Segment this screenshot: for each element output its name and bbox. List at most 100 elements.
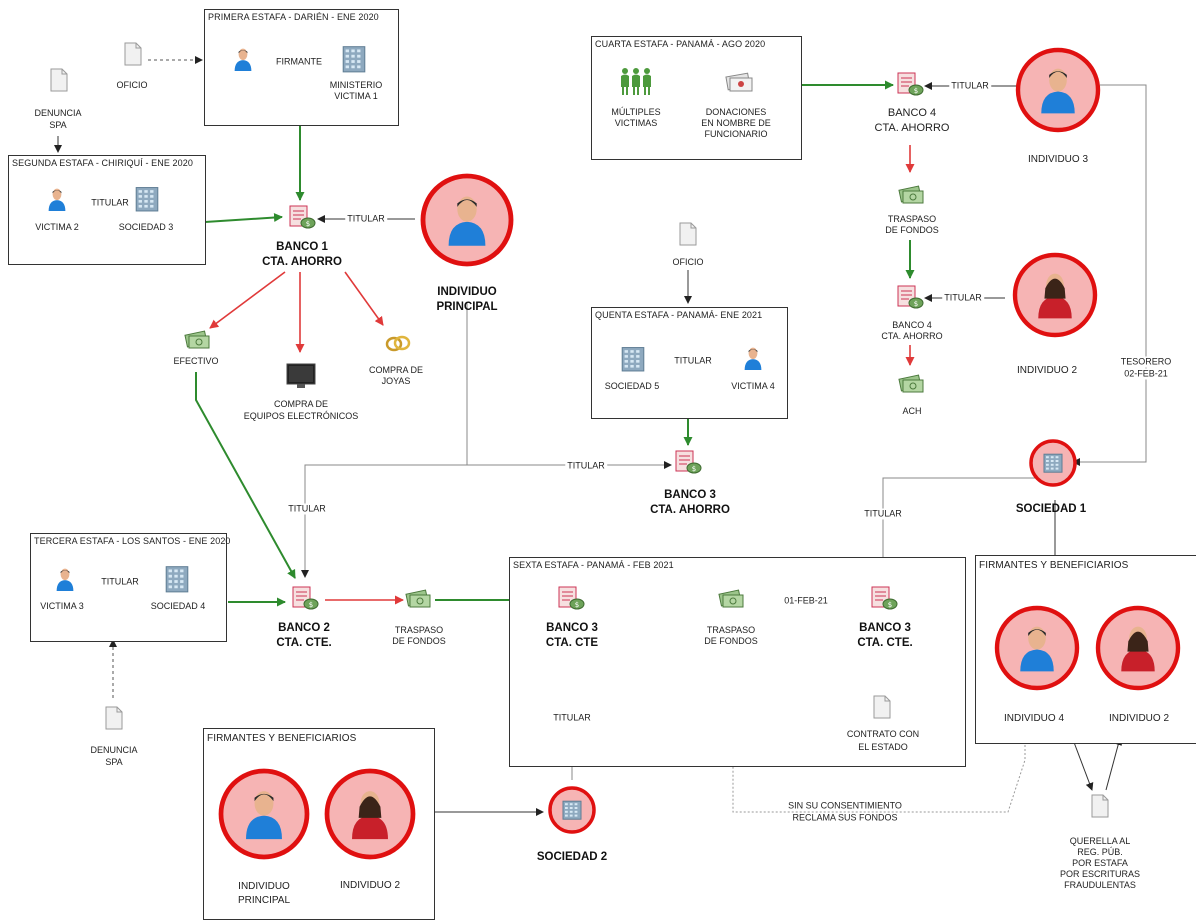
joyas-label: JOYAS xyxy=(381,376,411,386)
sociedad5-label: SOCIEDAD 5 xyxy=(604,381,660,391)
individuo2-avatar xyxy=(323,767,417,861)
equipos-label: EQUIPOS ELECTRÓNICOS xyxy=(243,411,359,421)
banco3-ahorro-label: CTA. AHORRO xyxy=(650,504,730,516)
edge-banco1-joyas xyxy=(344,271,384,326)
money-icon xyxy=(405,586,431,610)
bank-icon: $ xyxy=(288,203,316,231)
box-title: TERCERA ESTAFA - LOS SANTOS - ENE 2020 xyxy=(34,536,231,546)
banco3-cte-label: CTA. CTE. xyxy=(857,637,913,649)
individuo3-label: INDIVIDUO 3 xyxy=(1027,154,1089,165)
svg-text:$: $ xyxy=(914,87,918,95)
bank-icon: $ xyxy=(674,448,702,476)
traspaso-label: DE FONDOS xyxy=(704,636,758,646)
edge-label-consent: SIN SU CONSENTIMIENTO xyxy=(786,800,904,812)
banco2-label: BANCO 2 xyxy=(278,622,330,634)
banco4b-label: CTA. AHORRO xyxy=(881,331,943,341)
person-icon xyxy=(54,565,76,591)
edge-label-titular: TITULAR xyxy=(551,712,593,724)
individuo-principal-label: INDIVIDUO xyxy=(238,881,290,892)
denuncia-label: DENUNCIA xyxy=(90,745,138,755)
banco4b-label: BANCO 4 xyxy=(892,320,932,330)
document-icon xyxy=(873,695,891,719)
querella-label: REG. PÚB. xyxy=(1077,847,1123,857)
edge-label-titular: TITULAR xyxy=(942,292,984,304)
edge-label-firmante: FIRMANTE xyxy=(274,56,324,68)
tesorero-label: TESORERO xyxy=(1118,356,1174,368)
individuo-principal-label: INDIVIDUO xyxy=(437,286,497,298)
tesorero-label: 02-FEB-21 xyxy=(1122,368,1170,380)
person-icon xyxy=(46,185,68,211)
oficio-label: OFICIO xyxy=(672,257,704,267)
document-icon xyxy=(1091,794,1109,818)
svg-text:$: $ xyxy=(888,601,892,609)
box-title: CUARTA ESTAFA - PANAMÁ - AGO 2020 xyxy=(595,39,766,49)
sociedad2-label: SOCIEDAD 2 xyxy=(536,851,608,863)
individuo2-avatar xyxy=(1011,251,1099,339)
document-icon xyxy=(679,222,697,246)
svg-text:$: $ xyxy=(914,300,918,308)
box-title: QUENTA ESTAFA - PANAMÁ- ENE 2021 xyxy=(595,310,763,320)
ach-label: ACH xyxy=(902,406,922,416)
individuo2-avatar xyxy=(1094,604,1182,692)
victima2-label: VICTIMA 2 xyxy=(35,222,79,232)
box-title: SEGUNDA ESTAFA - CHIRIQUÍ - ENE 2020 xyxy=(12,158,193,168)
individuo2-label: INDIVIDUO 2 xyxy=(1108,713,1170,724)
banco4-label: BANCO 4 xyxy=(887,107,937,119)
svg-text:$: $ xyxy=(309,601,313,609)
individuo-principal-avatar xyxy=(419,172,515,268)
banco2-label: CTA. CTE. xyxy=(276,637,332,649)
building-icon xyxy=(342,45,366,73)
banco3-ahorro-label: BANCO 3 xyxy=(664,489,716,501)
denuncia-label: SPA xyxy=(49,120,67,130)
monitor-icon xyxy=(286,363,316,389)
edge-label-consent: RECLAMA SUS FONDOS xyxy=(790,812,900,824)
contrato-label: EL ESTADO xyxy=(858,742,908,752)
individuo-principal-label: PRINCIPAL xyxy=(436,301,498,313)
edge-banco1-efectivo xyxy=(209,271,286,329)
individuo2-label: INDIVIDUO 2 xyxy=(1016,365,1078,376)
traspaso-label: TRASPASO xyxy=(706,625,756,635)
donaciones-label: EN NOMBRE DE xyxy=(701,118,771,128)
banco3-cte-label: BANCO 3 xyxy=(546,622,598,634)
building-icon xyxy=(135,186,159,212)
traspaso-label: TRASPASO xyxy=(887,214,937,224)
banco1-label: CTA. AHORRO xyxy=(262,256,342,268)
querella-label: FRAUDULENTAS xyxy=(1064,880,1136,890)
edge-efectivo-banco2 xyxy=(195,372,296,579)
banco3-cte-label: BANCO 3 xyxy=(859,622,911,634)
edge-label-date: 01-FEB-21 xyxy=(782,595,830,607)
box-title: FIRMANTES Y BENEFICIARIOS xyxy=(207,733,357,744)
box-title: PRIMERA ESTAFA - DARIÉN - ENE 2020 xyxy=(208,12,379,22)
multiples-victimas-label: MÚLTIPLES xyxy=(611,107,661,117)
edge-segunda-banco1 xyxy=(204,213,283,223)
efectivo-label: EFECTIVO xyxy=(173,356,219,366)
victima4-label: VICTIMA 4 xyxy=(731,381,775,391)
edge-label-titular: TITULAR xyxy=(345,213,387,225)
donaciones-label: FUNCIONARIO xyxy=(704,129,768,139)
donaciones-label: DONACIONES xyxy=(705,107,767,117)
edge-label-titular: TITULAR xyxy=(99,576,141,588)
equipos-label: COMPRA DE xyxy=(273,399,329,409)
victims-icon xyxy=(620,67,654,97)
edge-label-titular: TITULAR xyxy=(565,460,607,472)
document-icon xyxy=(50,68,68,92)
money-icon xyxy=(184,327,210,351)
building-icon xyxy=(165,565,189,593)
sociedad2-icon-building xyxy=(562,800,582,820)
edge-label-titular: TITULAR xyxy=(286,503,328,515)
individuo2-label: INDIVIDUO 2 xyxy=(339,880,401,891)
edge-label-titular: TITULAR xyxy=(89,197,131,209)
banco4-label: CTA. AHORRO xyxy=(874,122,950,134)
sociedad1-label: SOCIEDAD 1 xyxy=(1015,503,1087,515)
jewelry-icon xyxy=(384,333,412,353)
oficio-label: OFICIO xyxy=(116,80,148,90)
edge-label-titular: TITULAR xyxy=(949,80,991,92)
bank-icon: $ xyxy=(291,584,319,612)
bank-icon: $ xyxy=(557,584,585,612)
sociedad3-label: SOCIEDAD 3 xyxy=(118,222,174,232)
bank-icon: $ xyxy=(896,70,924,98)
person-icon xyxy=(742,344,764,370)
box-segunda-estafa: SEGUNDA ESTAFA - CHIRIQUÍ - ENE 2020 xyxy=(8,155,206,265)
